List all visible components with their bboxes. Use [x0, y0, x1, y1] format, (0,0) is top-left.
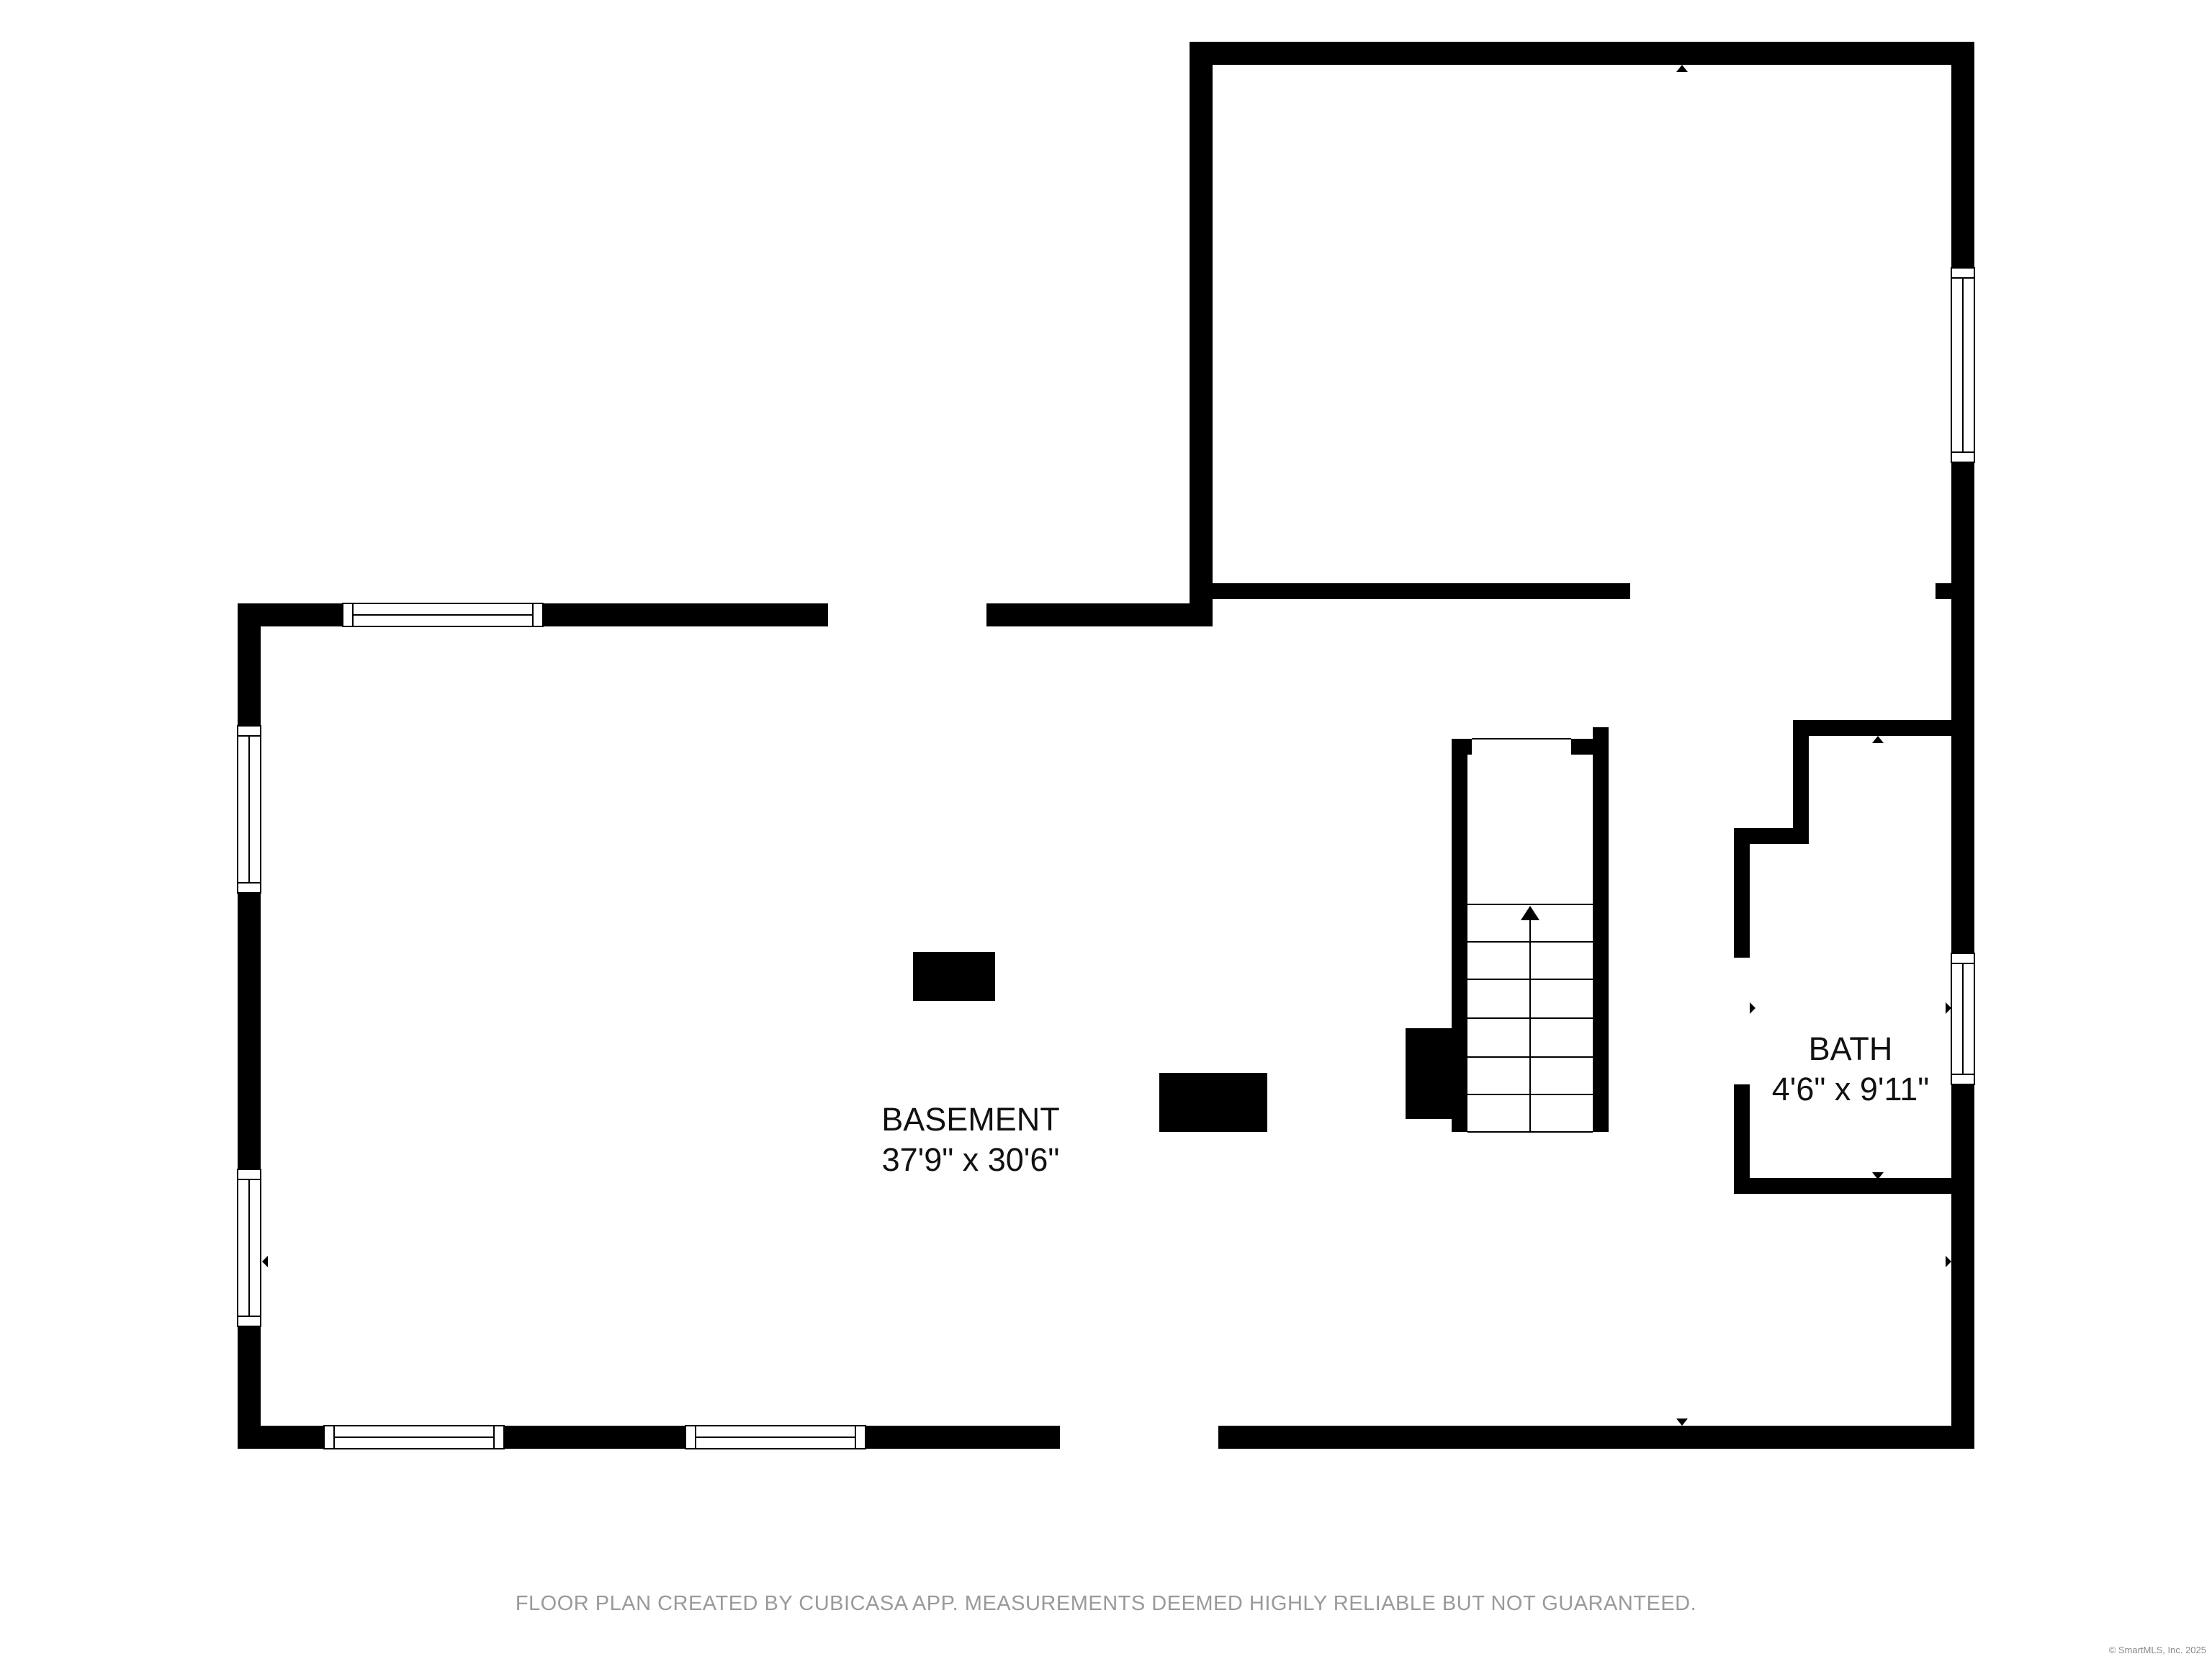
triangle-marker-icon: [1676, 1419, 1688, 1426]
windows: [237, 267, 1975, 1449]
bottom-opening: [1060, 1427, 1218, 1447]
column-lower: [1159, 1073, 1267, 1132]
bath-step-horizontal: [1734, 828, 1809, 844]
bath-left-wall-upper: [1734, 828, 1750, 958]
footer-disclaimer: FLOOR PLAN CREATED BY CUBICASA APP. MEAS…: [516, 1592, 1696, 1615]
stair-top-right-cap: [1571, 739, 1609, 755]
triangle-marker-icon: [1946, 1256, 1951, 1267]
openings: [828, 605, 1218, 1447]
window-bottom-middle: [685, 1425, 866, 1449]
columns: [913, 952, 1267, 1132]
column-upper: [913, 952, 995, 1001]
right-outer-wall: [1951, 42, 1974, 1449]
stair-landing-block: [1406, 1028, 1453, 1119]
stair-left-wall: [1452, 739, 1467, 1132]
basement-label: BASEMENT 37'9" x 30'6": [881, 1101, 1060, 1178]
triangle-marker-icon: [262, 1256, 268, 1267]
triangle-marker-icon: [1872, 736, 1884, 743]
upper-room-top-wall: [1190, 42, 1974, 65]
bath-label: BATH 4'6" x 9'11": [1772, 1030, 1929, 1107]
staircase: [1406, 727, 1609, 1133]
stair-treads: [1467, 904, 1593, 1133]
dimension-markers: [262, 65, 1951, 1426]
window-bottom-left: [323, 1425, 505, 1449]
basement-dimensions: 37'9" x 30'6": [882, 1141, 1060, 1178]
bath-step-vertical: [1793, 720, 1809, 844]
bath-left-wall-lower: [1734, 1084, 1750, 1194]
triangle-marker-icon: [1750, 1002, 1755, 1014]
stair-right-wall: [1593, 727, 1609, 1132]
basement-name: BASEMENT: [881, 1101, 1060, 1138]
window-right-bath: [1951, 953, 1975, 1085]
basement-bottom-wall-right: [1218, 1426, 1974, 1449]
arrow-up-icon: [1521, 906, 1539, 920]
triangle-marker-icon: [1676, 65, 1688, 72]
copyright-notice: © SmartMLS, Inc. 2025: [2109, 1645, 2206, 1655]
bath-bottom-wall: [1734, 1178, 1959, 1194]
upper-room-partition-wall: [1213, 583, 1630, 599]
bath-top-wall: [1793, 720, 1959, 736]
upper-room-left-wall: [1190, 42, 1213, 626]
triangle-marker-icon: [1872, 1172, 1884, 1179]
bath-dimensions: 4'6" x 9'11": [1772, 1071, 1929, 1107]
partition-stub: [1936, 583, 1954, 599]
triangle-marker-icon: [1946, 1002, 1951, 1014]
window-left-lower: [237, 1169, 261, 1327]
top-opening: [828, 605, 986, 625]
exterior-walls: [238, 42, 1974, 1449]
window-top: [342, 603, 544, 627]
window-right-upper: [1951, 267, 1975, 463]
bath-walls: [1734, 720, 1959, 1194]
basement-top-wall-right: [986, 603, 1213, 626]
stair-top-left-cap: [1452, 739, 1472, 755]
bath-name: BATH: [1809, 1030, 1893, 1067]
window-left-upper: [237, 725, 261, 894]
